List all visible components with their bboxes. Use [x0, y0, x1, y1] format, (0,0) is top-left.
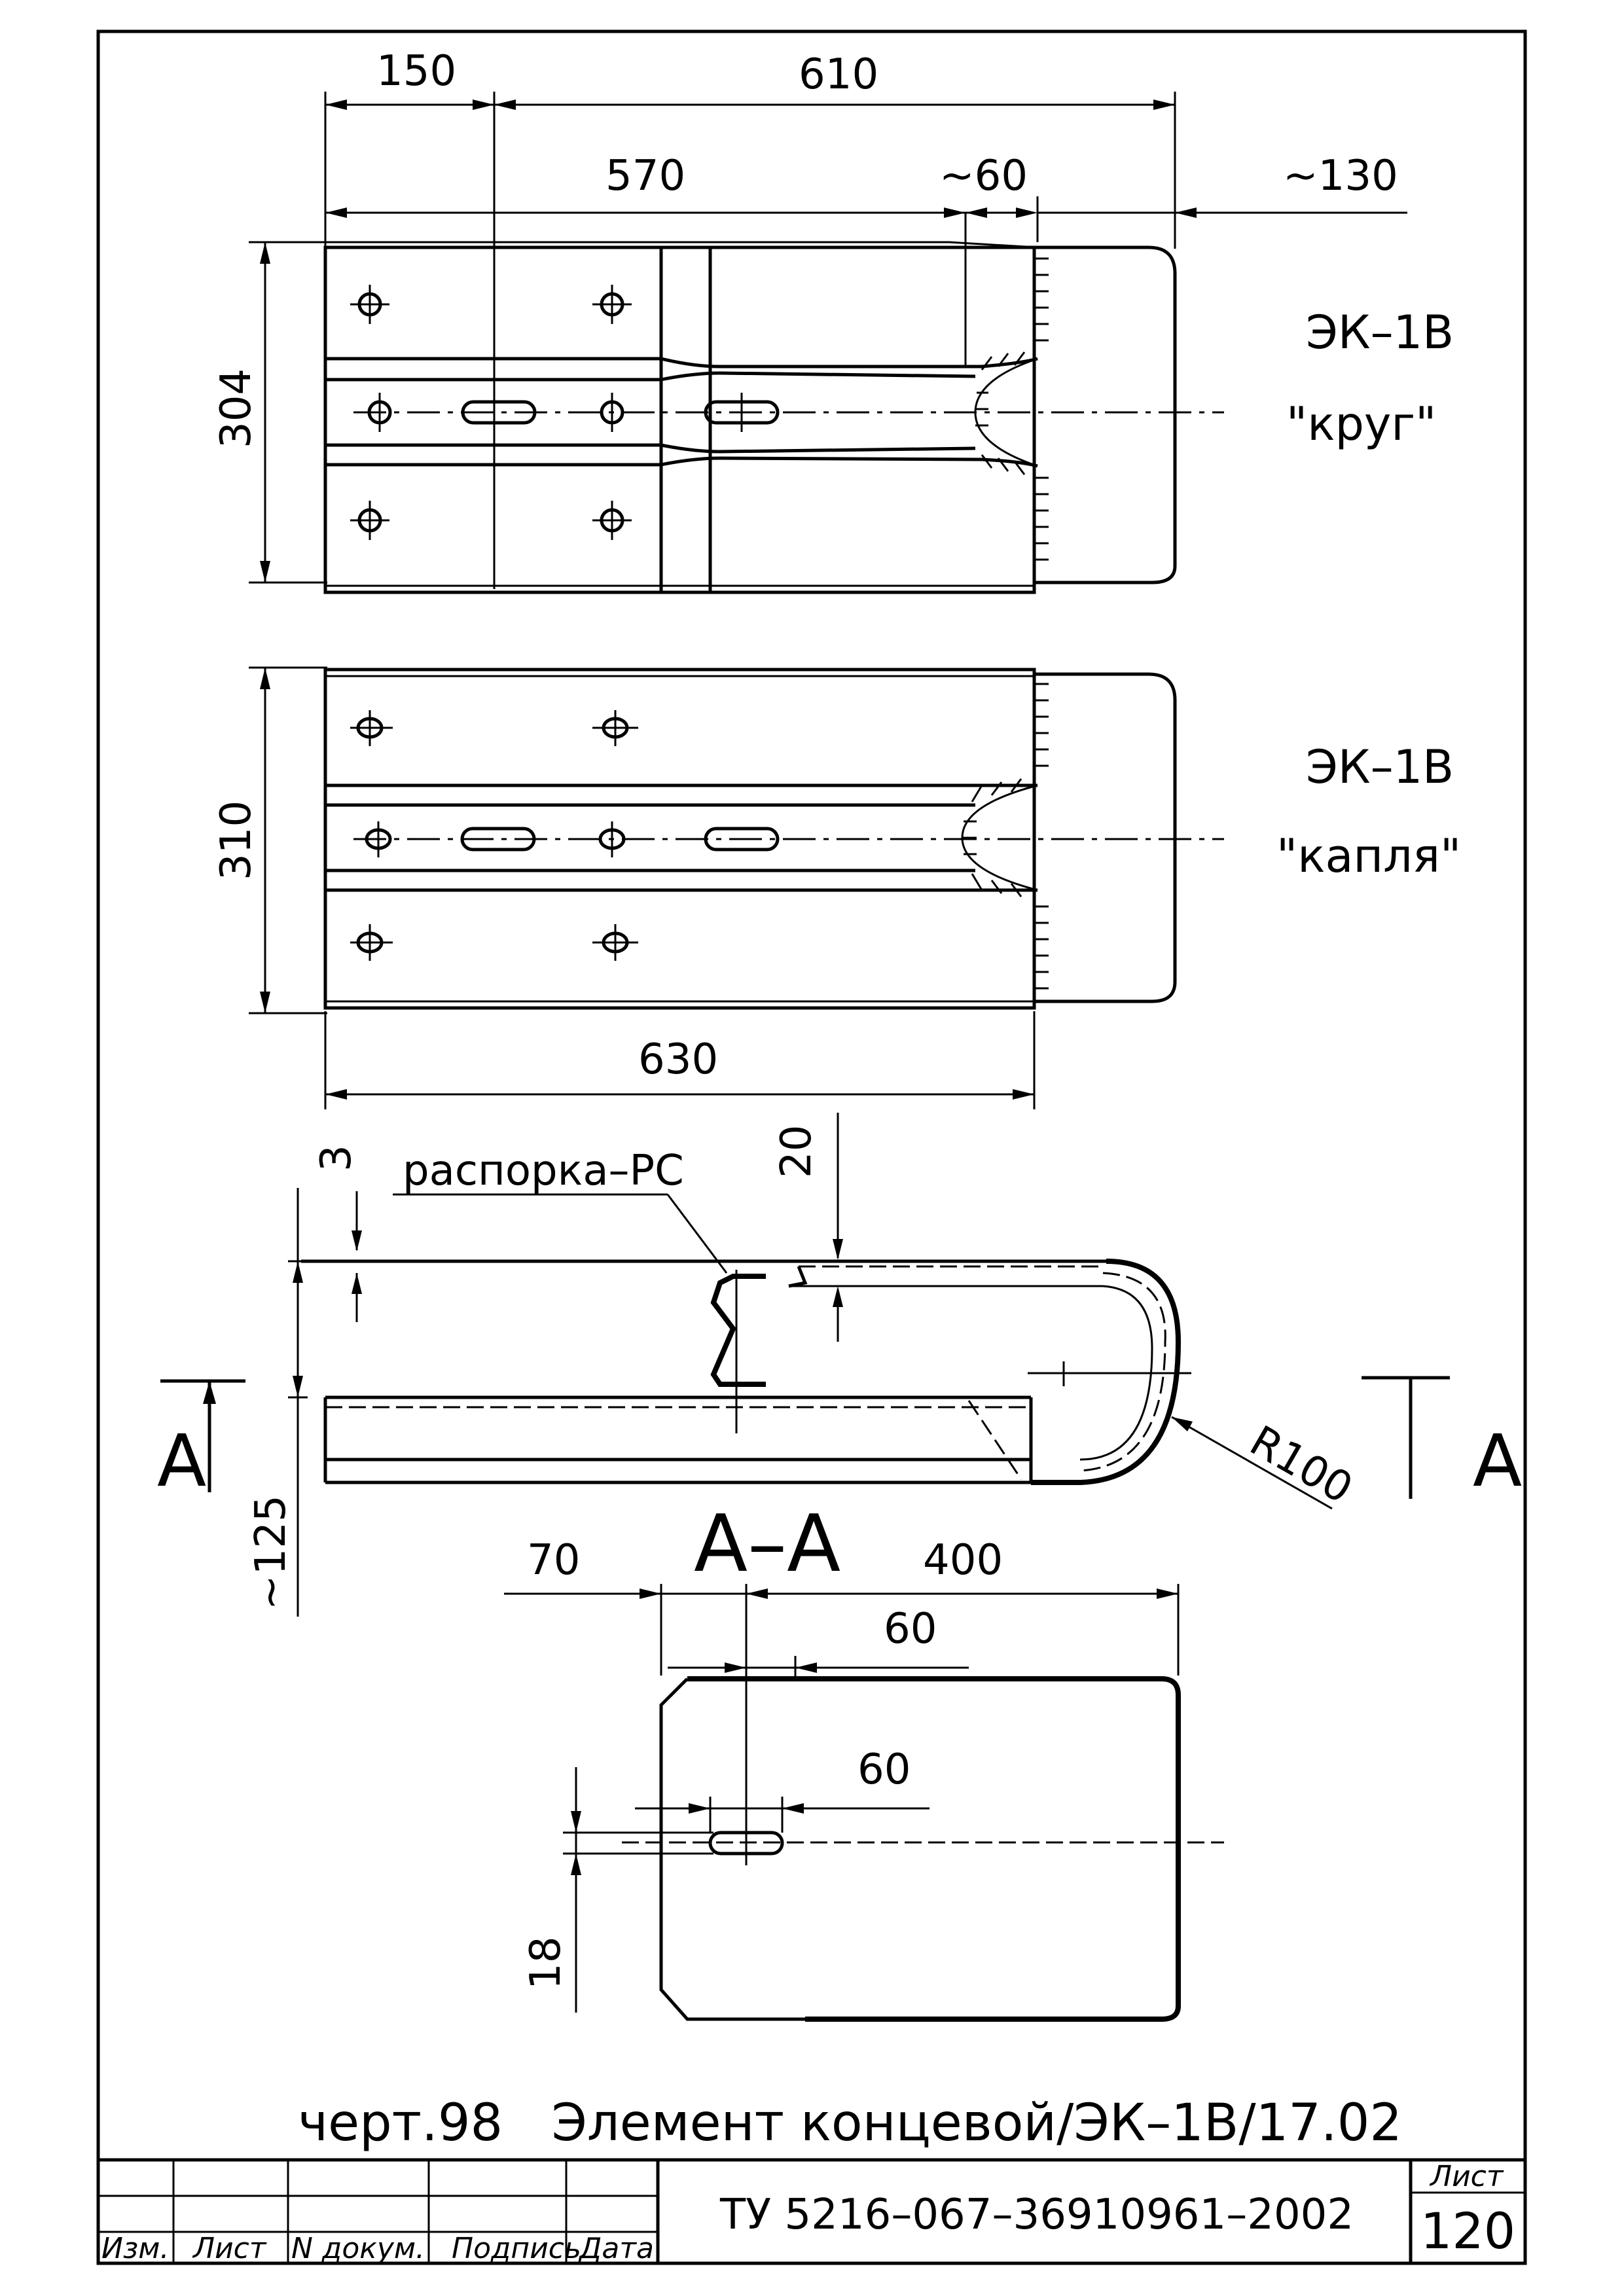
dim-125: ~125: [247, 1495, 295, 1610]
dim-570: 570: [605, 152, 685, 200]
dim-3: 3: [312, 1145, 361, 1172]
view-kaplya: ЭК–1В "капля": [323, 668, 1461, 1010]
col-list: Лист: [192, 2232, 267, 2265]
dim-60a: ~60: [939, 152, 1028, 200]
dim-20: 20: [772, 1125, 821, 1178]
view-side: R100 распорка–РС 3 20 ~125 А А: [157, 1113, 1522, 1617]
view-krug-name: ЭК–1В: [1306, 306, 1454, 359]
section-title: А–А: [694, 1499, 840, 1590]
sheet-number: 120: [1420, 2202, 1515, 2260]
dim-400: 400: [923, 1536, 1003, 1585]
section-mark-left: А: [157, 1419, 206, 1503]
dim-70: 70: [527, 1536, 580, 1585]
col-date: Дата: [578, 2232, 654, 2265]
col-sign: Подпись: [452, 2232, 581, 2265]
dim-130: ~130: [1283, 152, 1398, 200]
section-mark-right: А: [1473, 1419, 1522, 1503]
col-doc: N докум.: [291, 2232, 425, 2265]
spacer-label: распорка–РС: [403, 1147, 684, 1195]
view-kaplya-variant: "капля": [1276, 829, 1461, 883]
view-krug-variant: "круг": [1286, 397, 1436, 451]
view-kaplya-name: ЭК–1В: [1306, 740, 1454, 794]
dim-150: 150: [376, 47, 456, 96]
dim-304: 304: [212, 368, 261, 448]
drawing-caption: черт.98 Элемент концевой/ЭК–1В/17.02: [298, 2094, 1402, 2153]
dim-630: 630: [638, 1035, 718, 1084]
sheet-label: Лист: [1429, 2160, 1504, 2193]
col-izm: Изм.: [101, 2232, 170, 2265]
dim-610: 610: [799, 50, 878, 99]
top-dimensions: 150 610 570 ~60 ~130 304 310 630: [212, 47, 1407, 1109]
section-aa: А–А 70 400 60 60 18: [504, 1499, 1224, 2022]
dim-60b: 60: [884, 1605, 937, 1653]
dim-18: 18: [522, 1937, 570, 1990]
view-krug: ЭК–1В "круг": [323, 241, 1454, 594]
doc-number: ТУ 5216–067–36910961–2002: [719, 2191, 1354, 2239]
dim-r100: R100: [1242, 1417, 1360, 1513]
dim-60c: 60: [857, 1746, 911, 1794]
title-block: Изм. Лист N докум. Подпись Дата ТУ 5216–…: [96, 2158, 1527, 2265]
dim-310: 310: [212, 800, 261, 880]
